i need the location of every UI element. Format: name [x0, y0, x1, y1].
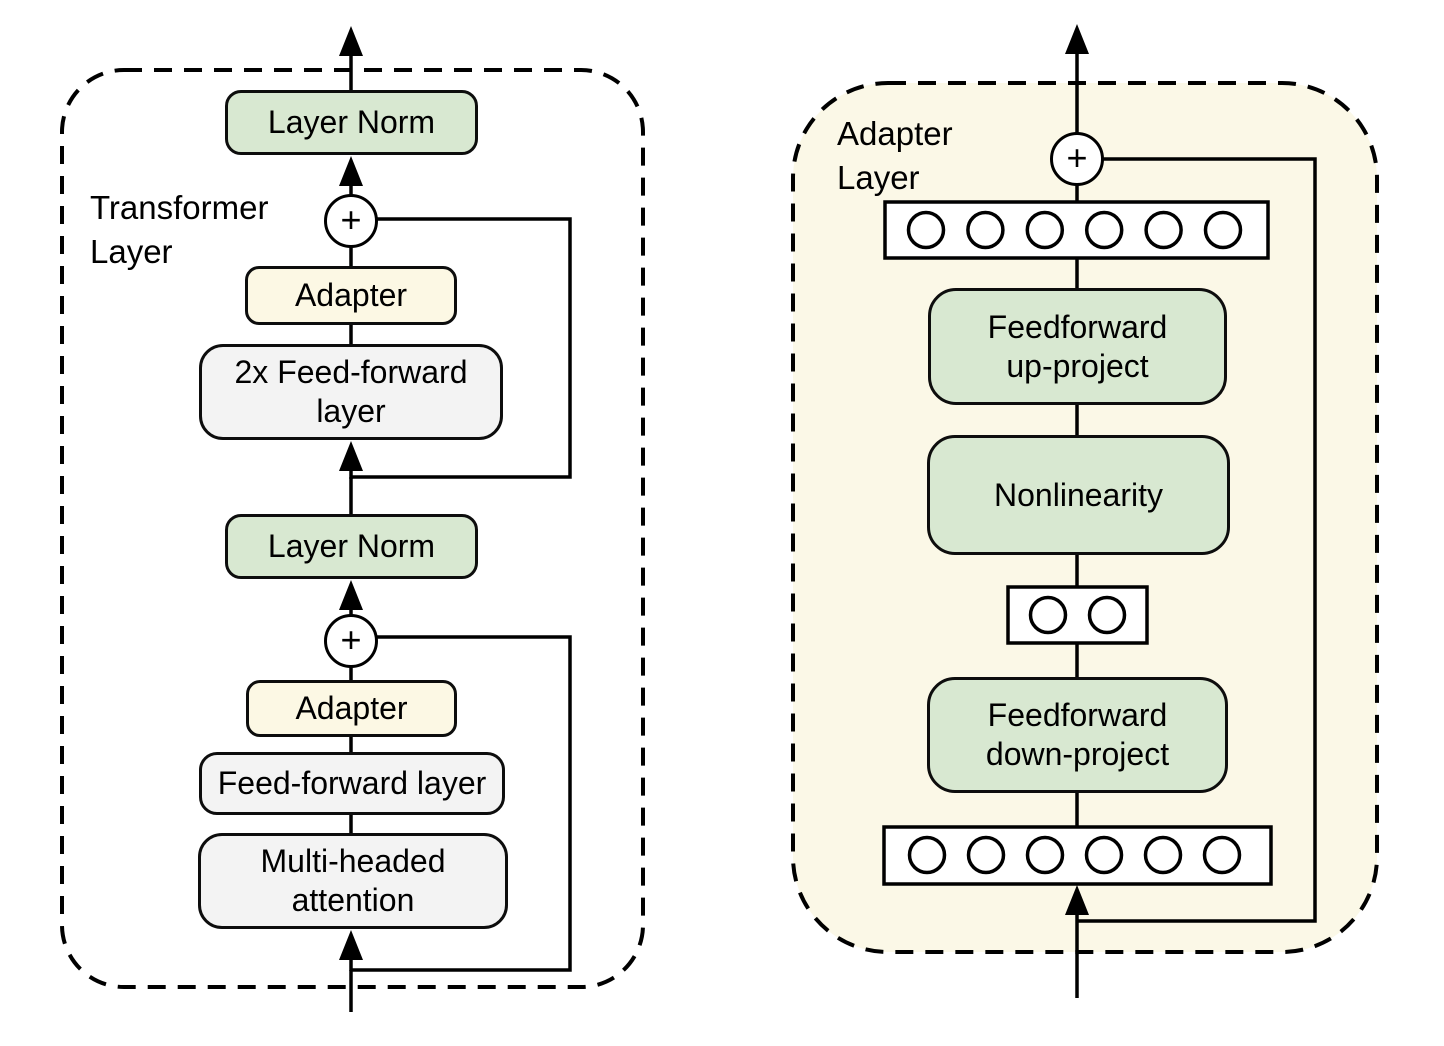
feature-unit-icon: [906, 210, 946, 250]
adapter-layer-label-line1: Adapter: [837, 115, 953, 152]
layer-norm-top-box: Layer Norm: [225, 90, 478, 155]
feature-unit-icon: [1087, 595, 1127, 635]
nonlinearity-box: Nonlinearity: [927, 435, 1230, 555]
feature-unit-icon: [966, 210, 1005, 250]
feature-unit-icon: [1025, 835, 1065, 875]
add-node-lower-icon: +: [324, 614, 378, 668]
bottleneck-vector: [1006, 585, 1149, 645]
left-arrowhead-ln2-icon: [339, 580, 363, 610]
feature-unit-icon: [1203, 210, 1243, 250]
feedforward-down-project-box: Feedforward down-project: [927, 677, 1228, 793]
transformer-layer-label: Transformer Layer: [90, 186, 268, 274]
multi-headed-attention-box: Multi-headed attention: [198, 833, 508, 929]
add-node-adapter-icon: +: [1050, 132, 1104, 186]
left-residual-skip-upper: [351, 217, 572, 479]
left-arrowhead-ln1-icon: [339, 156, 363, 186]
feature-unit-icon: [1144, 210, 1183, 250]
left-arrowhead-ff2x-icon: [339, 441, 363, 471]
left-arrowhead-mha-icon: [339, 930, 363, 960]
add-node-upper-icon: +: [324, 194, 378, 248]
left-output-arrowhead-icon: [339, 26, 363, 56]
adapter-bottom-box: Adapter: [246, 680, 457, 737]
feed-forward-2x-box: 2x Feed-forward layer: [199, 344, 503, 440]
feature-unit-icon: [907, 835, 947, 875]
adapter-top-box: Adapter: [245, 266, 457, 325]
feature-unit-icon: [1028, 595, 1068, 635]
feature-unit-icon: [1143, 835, 1183, 875]
adapter-layer-label-line2: Layer: [837, 159, 920, 196]
transformer-layer-label-line2: Layer: [90, 233, 173, 270]
transformer-layer-label-line1: Transformer: [90, 189, 269, 226]
left-residual-skip-lower: [351, 635, 572, 972]
feature-vector-top: [883, 200, 1270, 260]
feed-forward-box: Feed-forward layer: [199, 752, 505, 815]
feature-vector-bottom: [882, 825, 1273, 886]
feature-unit-icon: [1025, 210, 1065, 250]
feature-unit-icon: [966, 835, 1006, 875]
right-arrowhead-row2-icon: [1065, 885, 1089, 915]
feature-unit-icon: [1084, 210, 1124, 250]
feedforward-up-project-box: Feedforward up-project: [928, 288, 1227, 405]
adapter-layer-label: Adapter Layer: [837, 112, 953, 200]
right-output-arrowhead-icon: [1065, 24, 1089, 54]
layer-norm-mid-box: Layer Norm: [225, 514, 478, 579]
feature-unit-icon: [1202, 835, 1242, 875]
right-residual-skip: [1078, 157, 1317, 923]
feature-unit-icon: [1084, 835, 1124, 875]
